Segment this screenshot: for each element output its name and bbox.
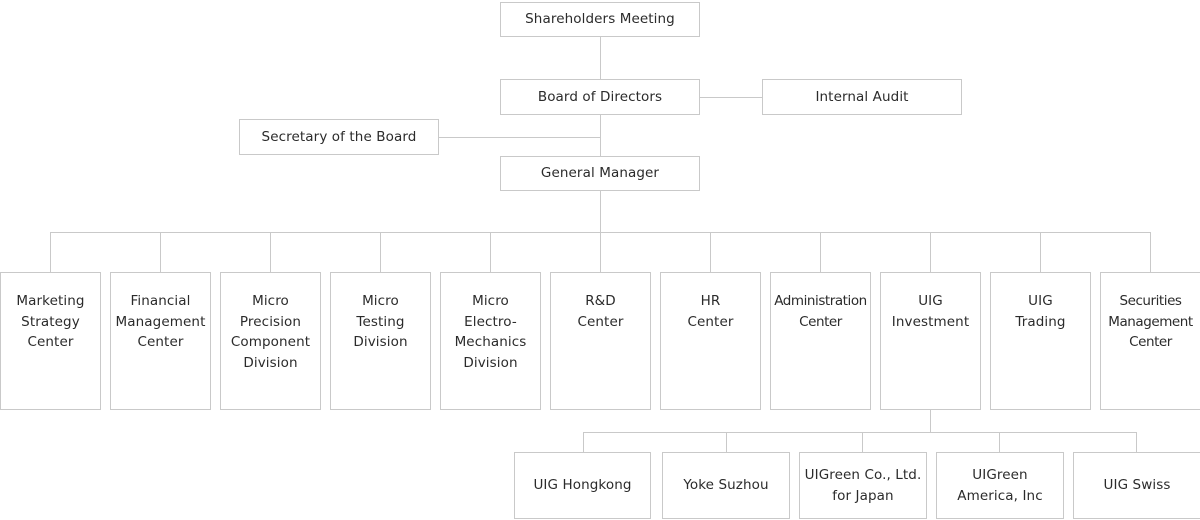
node-uig-trading[interactable]: UIG Trading	[990, 272, 1091, 410]
node-administration-center[interactable]: Administration Center	[770, 272, 871, 410]
drop-line-department	[380, 232, 381, 272]
node-rd-center[interactable]: R&D Center	[550, 272, 651, 410]
drop-line-subsidiary	[1136, 432, 1137, 452]
drop-line-department	[1150, 232, 1151, 272]
node-micro-testing-division[interactable]: Micro Testing Division	[330, 272, 431, 410]
node-uigreen-japan[interactable]: UIGreen Co., Ltd. for Japan	[799, 452, 927, 519]
node-uig-swiss[interactable]: UIG Swiss	[1073, 452, 1200, 519]
node-uigreen-america[interactable]: UIGreen America, Inc	[936, 452, 1064, 519]
node-securities-management-center[interactable]: Securities Management Center	[1100, 272, 1200, 410]
drop-line-department	[930, 232, 931, 272]
connector-shareholders-to-board	[600, 37, 601, 79]
drop-line-department	[490, 232, 491, 272]
drop-line-department	[1040, 232, 1041, 272]
node-micro-precision-component-division[interactable]: Micro Precision Component Division	[220, 272, 321, 410]
node-secretary-of-the-board[interactable]: Secretary of the Board	[239, 119, 439, 155]
drop-line-department	[160, 232, 161, 272]
node-yoke-suzhou[interactable]: Yoke Suzhou	[662, 452, 790, 519]
node-internal-audit[interactable]: Internal Audit	[762, 79, 962, 115]
node-financial-management-center[interactable]: Financial Management Center	[110, 272, 211, 410]
node-marketing-strategy-center[interactable]: Marketing Strategy Center	[0, 272, 101, 410]
drop-line-department	[820, 232, 821, 272]
connector-gm-to-department-bus	[600, 191, 601, 232]
connector-board-to-general-manager	[600, 115, 601, 156]
subsidiary-bus-line	[583, 432, 1136, 433]
drop-line-subsidiary	[999, 432, 1000, 452]
drop-line-subsidiary	[726, 432, 727, 452]
drop-line-subsidiary	[583, 432, 584, 452]
drop-line-department	[710, 232, 711, 272]
drop-line-department	[50, 232, 51, 272]
node-uig-hongkong[interactable]: UIG Hongkong	[514, 452, 651, 519]
node-shareholders-meeting[interactable]: Shareholders Meeting	[500, 2, 700, 37]
drop-line-department	[270, 232, 271, 272]
node-micro-electro-mechanics-division[interactable]: Micro Electro- Mechanics Division	[440, 272, 541, 410]
node-board-of-directors[interactable]: Board of Directors	[500, 79, 700, 115]
drop-line-subsidiary	[862, 432, 863, 452]
node-hr-center[interactable]: HR Center	[660, 272, 761, 410]
connector-uig-investment-to-subsidiary-bus	[930, 410, 931, 432]
connector-board-to-internal-audit	[700, 97, 762, 98]
node-general-manager[interactable]: General Manager	[500, 156, 700, 191]
drop-line-department	[600, 232, 601, 272]
node-uig-investment[interactable]: UIG Investment	[880, 272, 981, 410]
connector-secretary-to-spine	[439, 137, 600, 138]
